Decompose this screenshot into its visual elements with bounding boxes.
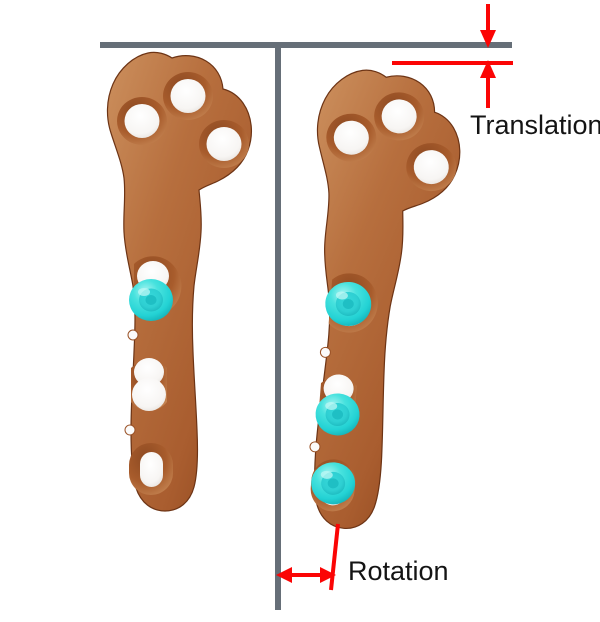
translation-label: Translation xyxy=(470,110,600,140)
right-shaft-hole-2 xyxy=(315,374,360,436)
left-plate xyxy=(106,51,253,512)
translation-arrow-down-head xyxy=(480,30,496,48)
right-screw-2 xyxy=(315,393,360,436)
right-kwire-hole-2 xyxy=(309,441,321,453)
rotation-annotation xyxy=(276,523,340,591)
left-head-hole-right xyxy=(199,120,249,168)
right-shaft-hole-3 xyxy=(310,459,356,512)
left-head-hole-top xyxy=(163,72,213,120)
left-screw-1 xyxy=(129,279,173,321)
right-kwire-hole-1 xyxy=(319,346,331,358)
reference-lines xyxy=(100,42,512,610)
left-shaft-hole-3 xyxy=(129,443,173,495)
rotation-arrow-head-right xyxy=(320,567,336,583)
right-head-hole-right xyxy=(406,143,457,192)
rotation-label: Rotation xyxy=(348,556,449,586)
right-shaft-hole-1 xyxy=(325,273,378,333)
right-screw-1 xyxy=(325,281,372,326)
rotation-arrow-head-left xyxy=(276,567,292,583)
right-screw-3 xyxy=(311,462,356,505)
translation-annotation xyxy=(392,4,513,108)
right-head-hole-left xyxy=(326,113,377,162)
rotation-axis-line xyxy=(329,523,340,591)
right-head-hole-top xyxy=(374,92,425,141)
left-shaft-hole-1 xyxy=(129,256,182,321)
left-kwire-hole-1 xyxy=(127,329,139,341)
right-plate xyxy=(285,65,467,536)
left-shaft-hole-2 xyxy=(131,358,167,411)
left-kwire-hole-2 xyxy=(124,424,136,436)
translation-arrow-up-head xyxy=(480,60,496,78)
left-head-hole-left xyxy=(117,97,167,145)
